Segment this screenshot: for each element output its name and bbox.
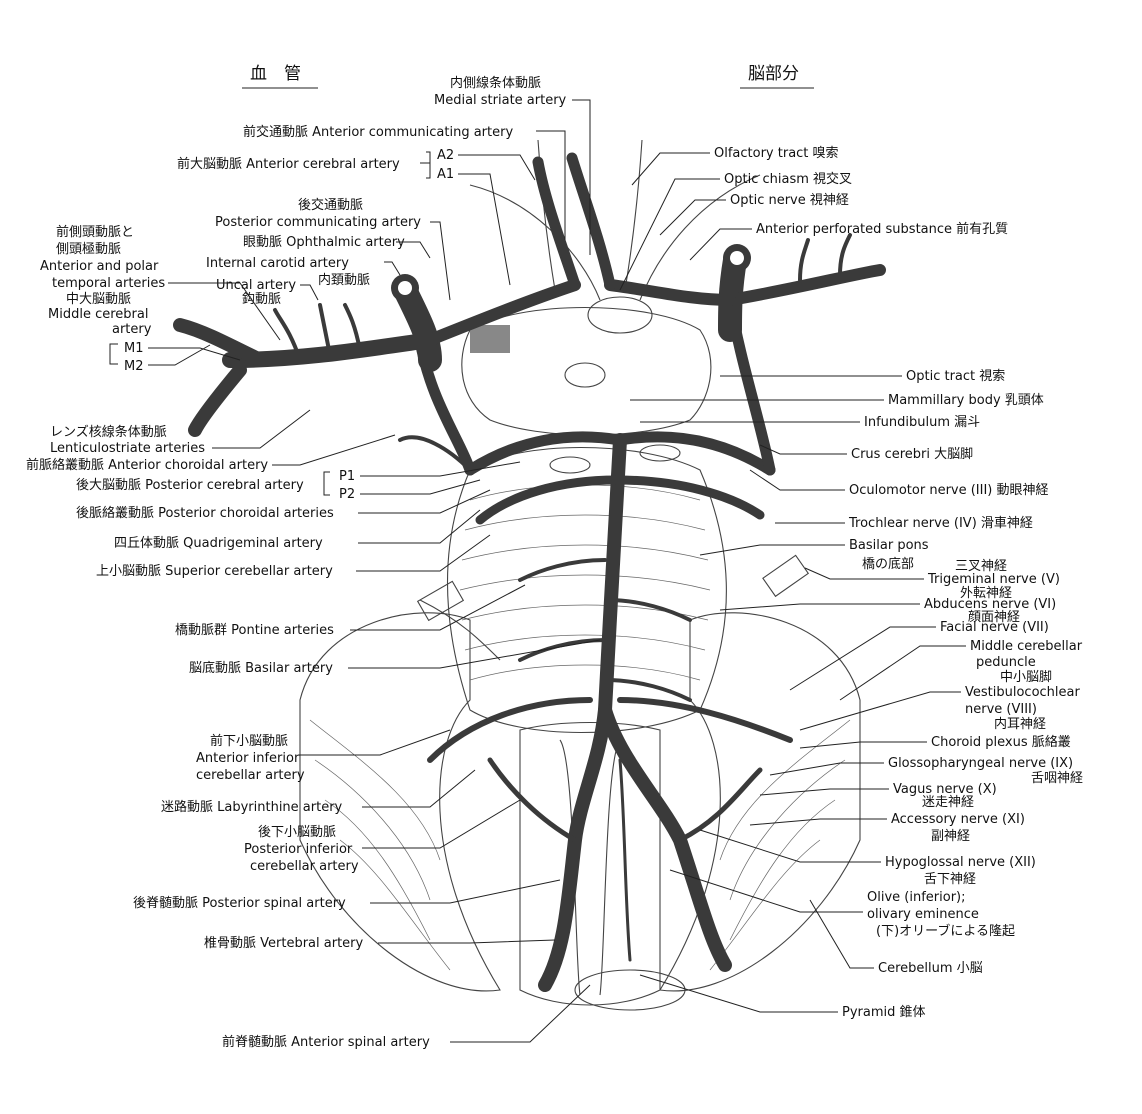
- label-post-spinal: 後脊髄動脈 Posterior spinal artery: [133, 896, 346, 911]
- label-olive-jp: (下)オリーブによる隆起: [876, 923, 1015, 939]
- left-labels: 内側線条体動脈 Medial striate artery 前交通動脈 Ante…: [26, 75, 601, 1050]
- label-ant-perforated: Anterior perforated substance 前有孔質: [756, 221, 1008, 237]
- label-basilar-pons-jp: 橋の底部: [862, 556, 914, 572]
- label-a2: A2: [437, 148, 454, 163]
- label-mca-jp: 中大脳動脈: [66, 292, 131, 307]
- label-ant-polar-en2: temporal arteries: [52, 276, 165, 291]
- label-trigeminal-jp: 三叉神経: [955, 559, 1007, 574]
- label-pontine: 橋動脈群 Pontine arteries: [175, 623, 334, 638]
- label-accessory: Accessory nerve (XI): [891, 812, 1025, 827]
- label-internal-carotid-jp: 内頚動脈: [318, 272, 370, 288]
- label-mcp-jp: 中小脳脚: [1000, 669, 1052, 685]
- right-labels: Olfactory tract 嗅索 Optic chiasm 視交叉 Opti…: [619, 146, 1083, 1020]
- label-crus: Crus cerebri 大脳脚: [851, 446, 973, 462]
- label-pica-en2: cerebellar artery: [250, 859, 359, 874]
- label-m2: M2: [124, 359, 144, 374]
- label-mca-en2: artery: [112, 322, 152, 337]
- label-mca-en1: Middle cerebral: [48, 307, 148, 322]
- label-facial: Facial nerve (VII): [940, 620, 1049, 635]
- label-m1: M1: [124, 341, 144, 356]
- brainstem-artwork: [299, 139, 861, 1011]
- label-vestibulo1: Vestibulocochlear: [965, 685, 1080, 700]
- label-basilar: 脳底動脈 Basilar artery: [189, 660, 333, 676]
- label-mcp1: Middle cerebellar: [970, 639, 1083, 654]
- label-vagus-jp: 迷走神経: [922, 795, 974, 810]
- label-uncal-en: Uncal artery: [216, 278, 296, 293]
- label-choroid-plexus: Choroid plexus 脈絡叢: [931, 734, 1071, 750]
- label-ant-choroidal: 前脈絡叢動脈 Anterior choroidal artery: [26, 457, 268, 473]
- label-lenticulo-en: Lenticulostriate arteries: [50, 441, 205, 456]
- label-aica-en2: cerebellar artery: [196, 768, 305, 783]
- label-quadrigeminal: 四丘体動脈 Quadrigeminal artery: [114, 536, 323, 551]
- label-uncal-jp: 鈎動脈: [242, 292, 281, 307]
- label-glosso-jp: 舌咽神経: [1031, 771, 1083, 786]
- label-pica-jp: 後下小脳動脈: [258, 825, 336, 840]
- label-ant-polar-jp2: 側頭極動脈: [56, 241, 121, 257]
- label-internal-carotid: Internal carotid artery: [206, 256, 349, 271]
- label-pyramid: Pyramid 錐体: [842, 1005, 926, 1020]
- label-p2: P2: [339, 487, 355, 502]
- label-optic-nerve: Optic nerve 視神経: [730, 193, 849, 208]
- label-ant-spinal: 前脊髄動脈 Anterior spinal artery: [222, 1034, 430, 1050]
- label-hypoglossal-jp: 舌下神経: [924, 872, 976, 887]
- label-olfactory: Olfactory tract 嗅索: [714, 146, 839, 161]
- label-lenticulo-jp: レンズ核線条体動脈: [50, 424, 167, 440]
- label-vertebral: 椎骨動脈 Vertebral artery: [204, 936, 364, 951]
- small-branches: [273, 233, 852, 962]
- label-medial-striate-en: Medial striate artery: [434, 93, 567, 108]
- label-trochlear: Trochlear nerve (IV) 滑車神経: [848, 516, 1033, 531]
- label-sup-cerebellar: 上小脳動脈 Superior cerebellar artery: [96, 564, 333, 579]
- artery-tree: [173, 152, 886, 992]
- label-medial-striate-jp: 内側線条体動脈: [450, 75, 541, 91]
- section-headers: 血 管 脳部分: [242, 64, 814, 89]
- hatched-chiasm: [470, 325, 510, 353]
- label-trigeminal: Trigeminal nerve (V): [927, 572, 1060, 587]
- label-optic-chiasm: Optic chiasm 視交叉: [724, 171, 852, 187]
- header-brain-parts: 脳部分: [748, 64, 799, 84]
- label-accessory-jp: 副神経: [931, 829, 970, 844]
- pons-fibers: [459, 484, 711, 681]
- cerebellum-folia: [309, 719, 851, 971]
- label-abducens-jp: 外転神経: [960, 586, 1012, 601]
- label-basilar-pons: Basilar pons: [849, 538, 929, 553]
- label-cerebellum: Cerebellum 小脳: [878, 961, 983, 976]
- label-vestibulo-jp: 内耳神経: [994, 716, 1046, 732]
- label-a1: A1: [437, 167, 454, 182]
- label-ant-cerebral: 前大脳動脈 Anterior cerebral artery: [177, 156, 400, 172]
- label-aica-en1: Anterior inferior: [196, 751, 300, 766]
- label-oculomotor: Oculomotor nerve (III) 動眼神経: [849, 483, 1049, 498]
- label-post-comm-en: Posterior communicating artery: [215, 215, 421, 230]
- label-post-cerebral: 後大脳動脈 Posterior cerebral artery: [76, 478, 304, 493]
- label-ant-polar-jp1: 前側頭動脈と: [56, 224, 134, 240]
- label-abducens: Abducens nerve (VI): [924, 597, 1056, 612]
- label-post-choroidal: 後脈絡叢動脈 Posterior choroidal arteries: [76, 505, 334, 521]
- label-pica-en1: Posterior inferior: [244, 842, 353, 857]
- label-olive1: Olive (inferior);: [867, 890, 965, 905]
- label-labyrinthine: 迷路動脈 Labyrinthine artery: [161, 799, 343, 815]
- label-ant-polar-en1: Anterior and polar: [40, 259, 159, 274]
- label-aica-jp: 前下小脳動脈: [210, 733, 288, 749]
- label-optic-tract: Optic tract 視索: [906, 369, 1005, 384]
- label-infundibulum: Infundibulum 漏斗: [864, 414, 980, 430]
- label-mcp2: peduncle: [976, 655, 1036, 670]
- label-glosso: Glossopharyngeal nerve (IX): [888, 756, 1073, 771]
- label-hypoglossal: Hypoglossal nerve (XII): [885, 855, 1036, 870]
- label-ophthalmic: 眼動脈 Ophthalmic artery: [243, 235, 405, 250]
- label-olive2: olivary eminence: [867, 907, 979, 922]
- header-vessels: 血 管: [250, 64, 301, 84]
- label-vestibulo2: nerve (VIII): [965, 702, 1037, 717]
- label-facial-jp: 顔面神経: [968, 610, 1020, 625]
- label-p1: P1: [339, 469, 355, 484]
- label-post-comm-jp: 後交通動脈: [298, 197, 363, 213]
- label-vagus: Vagus nerve (X): [893, 782, 997, 797]
- label-mammillary: Mammillary body 乳頭体: [888, 393, 1044, 408]
- label-ant-communicating: 前交通動脈 Anterior communicating artery: [243, 124, 513, 140]
